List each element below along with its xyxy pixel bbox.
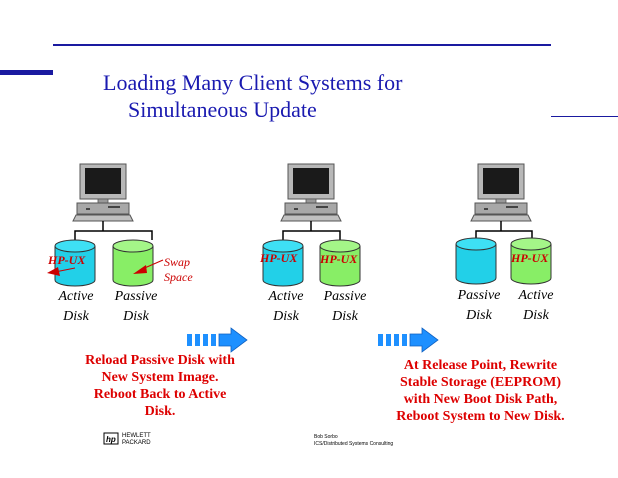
disk-label-stage1-passive: Passive Disk xyxy=(103,287,169,327)
disk-label-stage2-passive-line2: Disk xyxy=(332,309,358,324)
disk-label-stage2-passive: Passive Disk xyxy=(312,287,378,327)
hp-logo-wordmark: HEWLETT PACKARD xyxy=(122,433,151,447)
arrow-right-icon-2 xyxy=(377,327,439,353)
page-title-line-1: Loading Many Client Systems for xyxy=(103,70,403,95)
disk-label-stage3-active-line2: Disk xyxy=(523,308,549,323)
footer-author: Bob Sorbo xyxy=(314,434,338,440)
os-label-stage3-active: HP-UX xyxy=(511,251,549,265)
disk-label-stage2-active: Active Disk xyxy=(255,287,317,327)
disk-label-stage1-active-line1: Active xyxy=(58,289,94,304)
os-label-stage2-active: HP-UX xyxy=(260,251,298,265)
disk-label-stage1-passive-line1: Passive xyxy=(114,289,158,304)
network-link-stage1 xyxy=(74,230,153,240)
left-accent-bar xyxy=(0,70,53,75)
caption-right-line2: Stable Storage (EEPROM) xyxy=(400,375,561,390)
disk-label-stage1-active-line2: Disk xyxy=(63,309,89,324)
os-label-stage1-active: HP-UX xyxy=(48,253,86,267)
network-link-stage3 xyxy=(475,230,533,240)
hp-logo-line1: HEWLETT xyxy=(122,433,151,439)
caption-right-line1: At Release Point, Rewrite xyxy=(403,358,558,373)
network-link-stage2 xyxy=(282,230,341,240)
right-accent-rule xyxy=(551,116,618,117)
disk-label-stage3-passive-line2: Disk xyxy=(466,308,492,323)
passive-disk-icon-stage1 xyxy=(112,239,154,287)
caption-right-line3: with New Boot Disk Path, xyxy=(403,392,558,407)
disk-label-stage1-passive-line2: Disk xyxy=(123,309,149,324)
footer-org: ICS/Distributed Systems Consulting xyxy=(314,441,394,447)
caption-right-line4: Reboot System to New Disk. xyxy=(396,409,565,424)
disk-label-stage2-active-line1: Active xyxy=(268,289,304,304)
computer-icon-stage2 xyxy=(280,163,342,222)
disk-label-stage2-passive-line1: Passive xyxy=(323,289,367,304)
swap-space-label: Swap Space xyxy=(164,255,208,285)
arrow-right-icon-1 xyxy=(186,327,248,353)
hp-logo-icon xyxy=(103,432,119,445)
caption-left-line4: Disk. xyxy=(144,404,176,419)
caption-right: At Release Point, Rewrite Stable Storage… xyxy=(368,357,593,425)
caption-left-line2: New System Image. xyxy=(101,370,219,385)
disk-label-stage3-passive: Passive Disk xyxy=(446,286,512,326)
swap-arrowhead-left xyxy=(47,267,60,276)
disk-label-stage3-passive-line1: Passive xyxy=(457,288,501,303)
page-title-line-2: Simultaneous Update xyxy=(128,97,317,122)
computer-icon-stage1 xyxy=(72,163,134,222)
caption-left: Reload Passive Disk with New System Imag… xyxy=(55,352,265,420)
passive-disk-icon-stage3 xyxy=(455,237,497,285)
disk-label-stage2-active-line2: Disk xyxy=(273,309,299,324)
caption-left-line3: Reboot Back to Active xyxy=(93,387,227,402)
top-rule xyxy=(53,44,551,46)
swap-arrowhead-right xyxy=(133,265,147,274)
disk-label-stage1-active: Active Disk xyxy=(45,287,107,327)
hp-logo-line2: PACKARD xyxy=(122,440,151,446)
swap-space-text: Swap Space xyxy=(164,255,193,284)
os-label-stage2-passive: HP-UX xyxy=(320,252,358,266)
disk-label-stage3-active-line1: Active xyxy=(518,288,554,303)
computer-icon-stage3 xyxy=(470,163,532,222)
disk-label-stage3-active: Active Disk xyxy=(505,286,567,326)
hp-logo-glyph: hp xyxy=(106,435,116,444)
caption-left-line1: Reload Passive Disk with xyxy=(85,353,235,368)
